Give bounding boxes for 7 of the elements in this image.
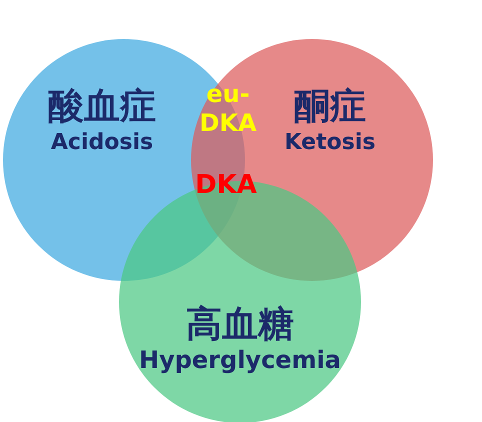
region-subtitle: Ketosis xyxy=(284,130,376,155)
region-title: 高血糖 xyxy=(186,303,294,347)
region-title: 酮症 xyxy=(294,85,366,129)
region-subtitle: Hyperglycemia xyxy=(139,346,341,374)
region-subtitle: Acidosis xyxy=(50,130,154,155)
region-title: 酸血症 xyxy=(48,85,156,129)
center-label: DKA xyxy=(194,170,258,202)
